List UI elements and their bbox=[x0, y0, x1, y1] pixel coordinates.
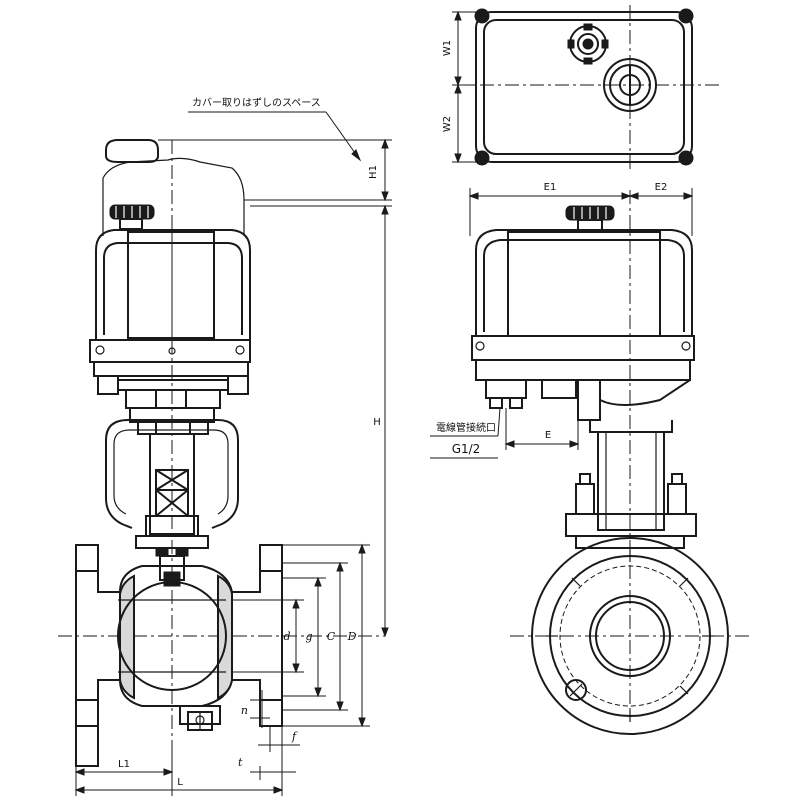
cover-removal-space bbox=[102, 157, 245, 236]
side-knob-icon bbox=[565, 205, 615, 231]
actuator-knob-icon bbox=[109, 204, 155, 230]
front-elevation: H1 H カバー取りはずしのスペース D bbox=[58, 97, 392, 796]
dim-label-h1: H1 bbox=[368, 165, 379, 179]
manual-override-cap bbox=[105, 139, 159, 163]
dim-label-c: C bbox=[327, 630, 336, 643]
dim-d: D bbox=[282, 543, 370, 728]
dim-f: f bbox=[258, 726, 300, 752]
dim-h1: H1 bbox=[158, 138, 392, 202]
dim-label-e1: E1 bbox=[544, 182, 557, 193]
dim-label-g: g bbox=[305, 630, 312, 643]
conduit-port-size: G1/2 bbox=[452, 442, 481, 456]
plan-view: W1 W2 bbox=[442, 5, 720, 170]
dim-label-w1: W1 bbox=[442, 40, 453, 56]
dim-label-n: n bbox=[241, 704, 248, 717]
plan-knob-icon bbox=[567, 23, 609, 65]
side-view: E1 E2 bbox=[430, 182, 750, 735]
dim-c: C bbox=[282, 561, 348, 712]
cover-space-label: カバー取りはずしのスペース bbox=[192, 97, 321, 109]
dim-label-l1: L1 bbox=[118, 759, 130, 770]
position-indicator-icon bbox=[603, 58, 657, 112]
mounting-yoke bbox=[105, 407, 239, 557]
dim-n: n bbox=[241, 690, 270, 728]
dim-label-d-bore: d bbox=[283, 630, 290, 643]
dim-label-h: H bbox=[373, 417, 381, 428]
dim-l1: L1 bbox=[74, 740, 174, 796]
dim-label-e2: E2 bbox=[655, 182, 668, 193]
dim-label-l: L bbox=[177, 777, 183, 788]
actuator-body bbox=[89, 229, 251, 409]
cover-space-callout: カバー取りはずしのスペース bbox=[188, 97, 362, 162]
dim-label-f: f bbox=[291, 730, 298, 743]
dim-label-d: D bbox=[347, 630, 357, 643]
dim-t: t bbox=[238, 756, 296, 780]
conduit-port-label: 電線管接続口 bbox=[436, 421, 496, 434]
dim-label-e: E bbox=[545, 430, 551, 441]
dim-g: g bbox=[282, 576, 326, 698]
dim-l: L bbox=[74, 752, 284, 796]
dim-label-t: t bbox=[238, 756, 243, 769]
valve-body bbox=[75, 544, 283, 767]
dim-h: H bbox=[250, 204, 392, 638]
dim-label-w2: W2 bbox=[442, 116, 453, 132]
dim-d-bore: d bbox=[232, 598, 304, 674]
